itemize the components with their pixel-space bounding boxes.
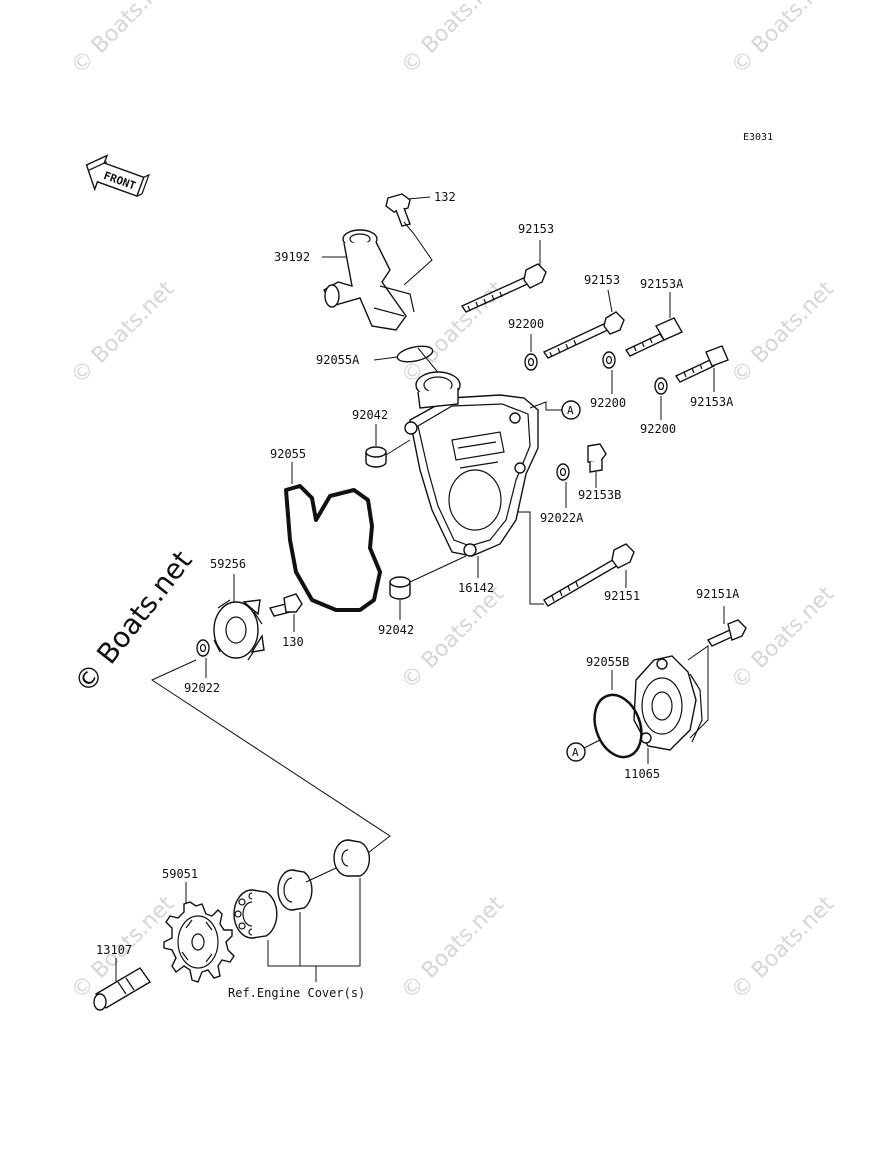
gasket-92055-icon xyxy=(284,484,382,612)
front-arrow-icon: FRONT xyxy=(85,154,150,198)
oil-seal-icon xyxy=(333,839,371,877)
washer-92022A-icon xyxy=(556,463,570,481)
callout-a-upper xyxy=(561,400,581,420)
leader-line xyxy=(518,511,544,605)
leader-line xyxy=(409,555,467,583)
ball-bearing-icon xyxy=(233,889,278,939)
water-pipe-fitting-icon xyxy=(323,229,415,331)
part-label-92151: 92151 xyxy=(604,589,640,603)
part-label-92055A: 92055A xyxy=(316,353,360,367)
callout-a-upper-label: A xyxy=(567,404,574,417)
ref-engine-cover-label: Ref.Engine Cover(s) xyxy=(228,986,365,1000)
bolt-92153B-icon xyxy=(587,443,607,473)
watermark: © Boats.net xyxy=(397,0,510,79)
bolt-130-icon xyxy=(268,593,303,617)
part-label-92055B: 92055B xyxy=(586,655,629,669)
watermark: © Boats.net xyxy=(727,0,840,79)
diagram-code: E3031 xyxy=(743,132,773,143)
part-label-92153A-2: 92153A xyxy=(690,395,734,409)
part-label-92200-3: 92200 xyxy=(640,422,676,436)
part-label-92022A: 92022A xyxy=(540,511,584,525)
part-label-92153A-1: 92153A xyxy=(640,277,684,291)
watermark: © Boats.net xyxy=(727,276,840,389)
leader-line xyxy=(607,289,613,313)
pump-body-icon xyxy=(633,655,703,751)
callout-a-lower-label: A xyxy=(572,746,579,759)
boats-net-logo: © Boats.net xyxy=(68,544,199,699)
part-label-132: 132 xyxy=(434,190,456,204)
bolt-92153-long-icon xyxy=(460,263,547,313)
part-label-59051: 59051 xyxy=(162,867,198,881)
part-label-39192: 39192 xyxy=(274,250,310,264)
washer-92022-icon xyxy=(196,639,210,657)
leader-line xyxy=(385,439,411,456)
watermark: © Boats.net xyxy=(397,891,510,1004)
part-label-92200-2: 92200 xyxy=(590,396,626,410)
bolt-92153-icon xyxy=(542,311,625,359)
leader-line xyxy=(687,645,709,739)
part-label-92200-1: 92200 xyxy=(508,317,544,331)
part-label-92042-lower: 92042 xyxy=(378,623,414,637)
part-label-130: 130 xyxy=(282,635,304,649)
part-label-92153-1: 92153 xyxy=(518,222,554,236)
part-label-59256: 59256 xyxy=(210,557,246,571)
leader-line xyxy=(417,347,441,376)
bolt-92151A-icon xyxy=(706,619,747,647)
part-label-92055: 92055 xyxy=(270,447,306,461)
leader-line xyxy=(403,221,433,286)
pump-shaft-icon xyxy=(93,967,152,1011)
washer-92200-1-icon xyxy=(524,353,538,371)
leader-line xyxy=(150,659,391,857)
leader-line xyxy=(407,196,431,200)
leader-line xyxy=(529,401,562,411)
part-label-92022: 92022 xyxy=(184,681,220,695)
part-label-92151A: 92151A xyxy=(696,587,740,601)
watermark: © Boats.net xyxy=(67,276,180,389)
watermark: © Boats.net xyxy=(397,581,510,694)
dowel-pin-upper-icon xyxy=(365,446,387,468)
needle-bearing-icon xyxy=(277,869,313,911)
leader-line xyxy=(373,356,398,361)
part-label-16142: 16142 xyxy=(458,581,494,595)
part-label-13107: 13107 xyxy=(96,943,132,957)
part-label-92153B: 92153B xyxy=(578,488,621,502)
part-label-92042-upper: 92042 xyxy=(352,408,388,422)
part-label-92153-2: 92153 xyxy=(584,273,620,287)
bolt-92153A-upper-icon xyxy=(624,317,683,357)
leader-line xyxy=(267,878,361,967)
part-label-11065: 11065 xyxy=(624,767,660,781)
callout-a-lower xyxy=(566,742,586,762)
gear-59051-icon xyxy=(163,901,235,983)
leader-line xyxy=(305,867,337,883)
bolt-92153A-lower-icon xyxy=(674,345,729,383)
leader-line xyxy=(583,739,601,749)
dowel-pin-lower-icon xyxy=(389,576,411,600)
watermark: © Boats.net xyxy=(727,581,840,694)
bolt-132-icon xyxy=(385,193,411,227)
watermark: © Boats.net xyxy=(67,0,180,79)
bolt-92151-icon xyxy=(543,543,635,607)
pump-cover-icon xyxy=(404,371,539,557)
impeller-icon xyxy=(213,599,265,661)
washer-92200-2-icon xyxy=(602,351,616,369)
washer-92200-3-icon xyxy=(654,377,668,395)
watermark: © Boats.net xyxy=(727,891,840,1004)
o-ring-92055A-icon xyxy=(396,345,434,363)
o-ring-92055B-icon xyxy=(593,693,643,759)
